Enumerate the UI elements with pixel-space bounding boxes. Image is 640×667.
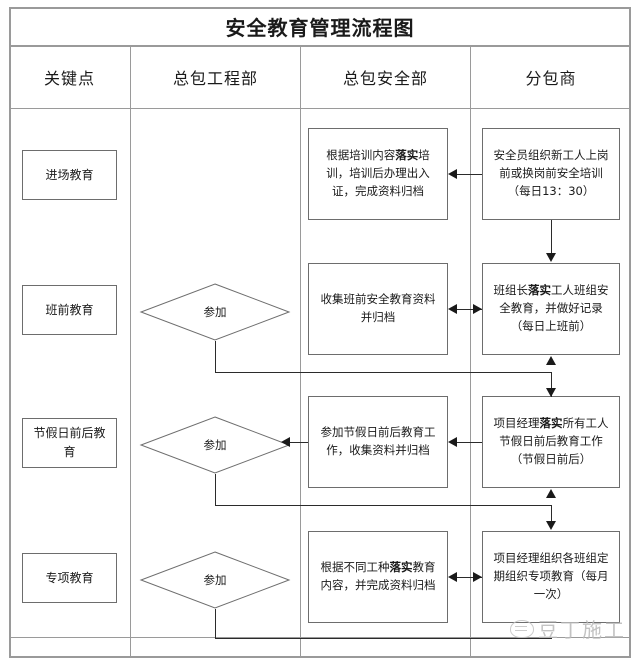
arrowhead-up-sub-preshift — [546, 356, 556, 365]
text-post: 所有工人节假日前后教育工作（节假日前后） — [499, 416, 609, 466]
column-header-key-points: 关键点 — [43, 69, 95, 88]
connector-diamond-preshift-right — [215, 372, 552, 373]
connector-diamond-holiday-down — [215, 474, 216, 506]
column-divider-1-header — [130, 46, 131, 109]
arrowhead-left-row2 — [448, 304, 457, 314]
connector-sub-holiday-to-safety-holiday — [456, 442, 482, 443]
connector-diamond-special-right — [215, 638, 552, 639]
column-header-subcontractor: 分包商 — [525, 69, 577, 88]
text-post: 教育内容，并完成资料归档 — [320, 560, 436, 592]
arrowhead-down-sub-1-2 — [546, 253, 556, 262]
decision-label-preshift: 参加 — [203, 305, 227, 319]
process-box-sub-preshift: 班组长落实工人班组安全教育，并做好记录（每日上班前） — [482, 263, 620, 355]
diamond-shape-icon — [139, 416, 291, 474]
key-point-box-holiday-education: 节假日前后教育 — [22, 418, 117, 468]
table-frame — [9, 7, 631, 658]
connector-diamond-special-down — [215, 609, 216, 639]
page-title: 安全教育管理流程图 — [225, 16, 415, 40]
connector-sub-entry-to-sub-preshift — [551, 220, 552, 254]
text-pre: 根据培训内容 — [326, 148, 396, 163]
connector-sub-holiday-to-sub-special — [551, 505, 552, 525]
decision-diamond-holiday: 参加 — [139, 416, 291, 474]
text-pre: 班组长 — [493, 283, 529, 298]
text-pre: 安全员组织新工人上岗前或换岗前安全培训（每日13：30） — [493, 148, 609, 198]
process-box-sub-entry: 安全员组织新工人上岗前或换岗前安全培训（每日13：30） — [482, 128, 620, 220]
column-divider-1-body — [130, 109, 131, 657]
header-divider — [9, 108, 631, 109]
process-box-safety-preshift: 收集班前安全教育资料并归档 — [308, 263, 448, 355]
column-divider-3-body — [470, 109, 471, 657]
text-bold: 落实 — [389, 560, 413, 575]
connector-diamond-holiday-right — [215, 505, 552, 506]
text-pre: 参加节假日前后教育工作，收集资料并归档 — [320, 425, 436, 457]
column-divider-2-body — [300, 109, 301, 657]
column-header-general-contractor-engineering: 总包工程部 — [172, 69, 258, 88]
column-divider-3-header — [470, 46, 471, 109]
column-divider-2-header — [300, 46, 301, 109]
process-box-safety-entry: 根据培训内容落实培训，培训后办理出入证，完成资料归档 — [308, 128, 448, 220]
arrowhead-left-row3-mid — [281, 437, 290, 447]
arrowhead-left-row4 — [448, 572, 457, 582]
column-header-general-contractor-safety: 总包安全部 — [342, 69, 428, 88]
connector-safety-preshift-sub-preshift — [456, 309, 482, 310]
decision-diamond-preshift: 参加 — [139, 283, 291, 341]
connector-sub-preshift-to-sub-holiday — [551, 372, 552, 397]
process-box-safety-holiday: 参加节假日前后教育工作，收集资料并归档 — [308, 396, 448, 488]
key-point-box-entry-education: 进场教育 — [22, 150, 117, 200]
text-pre: 收集班前安全教育资料并归档 — [320, 292, 436, 324]
decision-label-special: 参加 — [203, 573, 227, 587]
connector-safety-special-sub-special — [456, 577, 482, 578]
arrowhead-right-row4 — [473, 572, 482, 582]
process-box-sub-holiday: 项目经理落实所有工人节假日前后教育工作（节假日前后） — [482, 396, 620, 488]
bottom-divider — [9, 637, 631, 638]
arrowhead-left-row3-right — [448, 437, 457, 447]
text-pre: 项目经理 — [493, 416, 540, 431]
arrowhead-left-row1 — [448, 169, 457, 179]
arrowhead-up-sub-holiday — [546, 489, 556, 498]
connector-safety-holiday-to-diamond — [290, 442, 308, 443]
text-pre: 根据不同工种 — [320, 560, 390, 575]
key-point-box-special-education: 专项教育 — [22, 553, 117, 603]
process-box-sub-special: 项目经理组织各班组定期组织专项教育（每月一次） — [482, 531, 620, 623]
decision-diamond-special: 参加 — [139, 551, 291, 609]
connector-diamond-preshift-down — [215, 341, 216, 373]
text-bold: 落实 — [528, 283, 551, 298]
text-pre: 项目经理组织各班组定期组织专项教育（每月一次） — [493, 551, 609, 601]
diamond-shape-icon — [139, 283, 291, 341]
arrowhead-down-sub-2-3 — [546, 388, 556, 397]
key-point-box-preshift-education: 班前教育 — [22, 285, 117, 335]
text-post: 工人班组安全教育，并做好记录（每日上班前） — [499, 283, 609, 333]
arrowhead-down-sub-3-4 — [546, 521, 556, 530]
connector-sub-entry-to-safety-entry — [456, 174, 482, 175]
text-post: 培训，培训后办理出入证，完成资料归档 — [326, 148, 430, 198]
decision-label-holiday: 参加 — [203, 438, 227, 452]
title-divider — [9, 45, 631, 47]
text-bold: 落实 — [539, 416, 563, 431]
diamond-shape-icon — [139, 551, 291, 609]
process-box-safety-special: 根据不同工种落实教育内容，并完成资料归档 — [308, 531, 448, 623]
arrowhead-right-row2 — [473, 304, 482, 314]
text-bold: 落实 — [395, 148, 419, 163]
